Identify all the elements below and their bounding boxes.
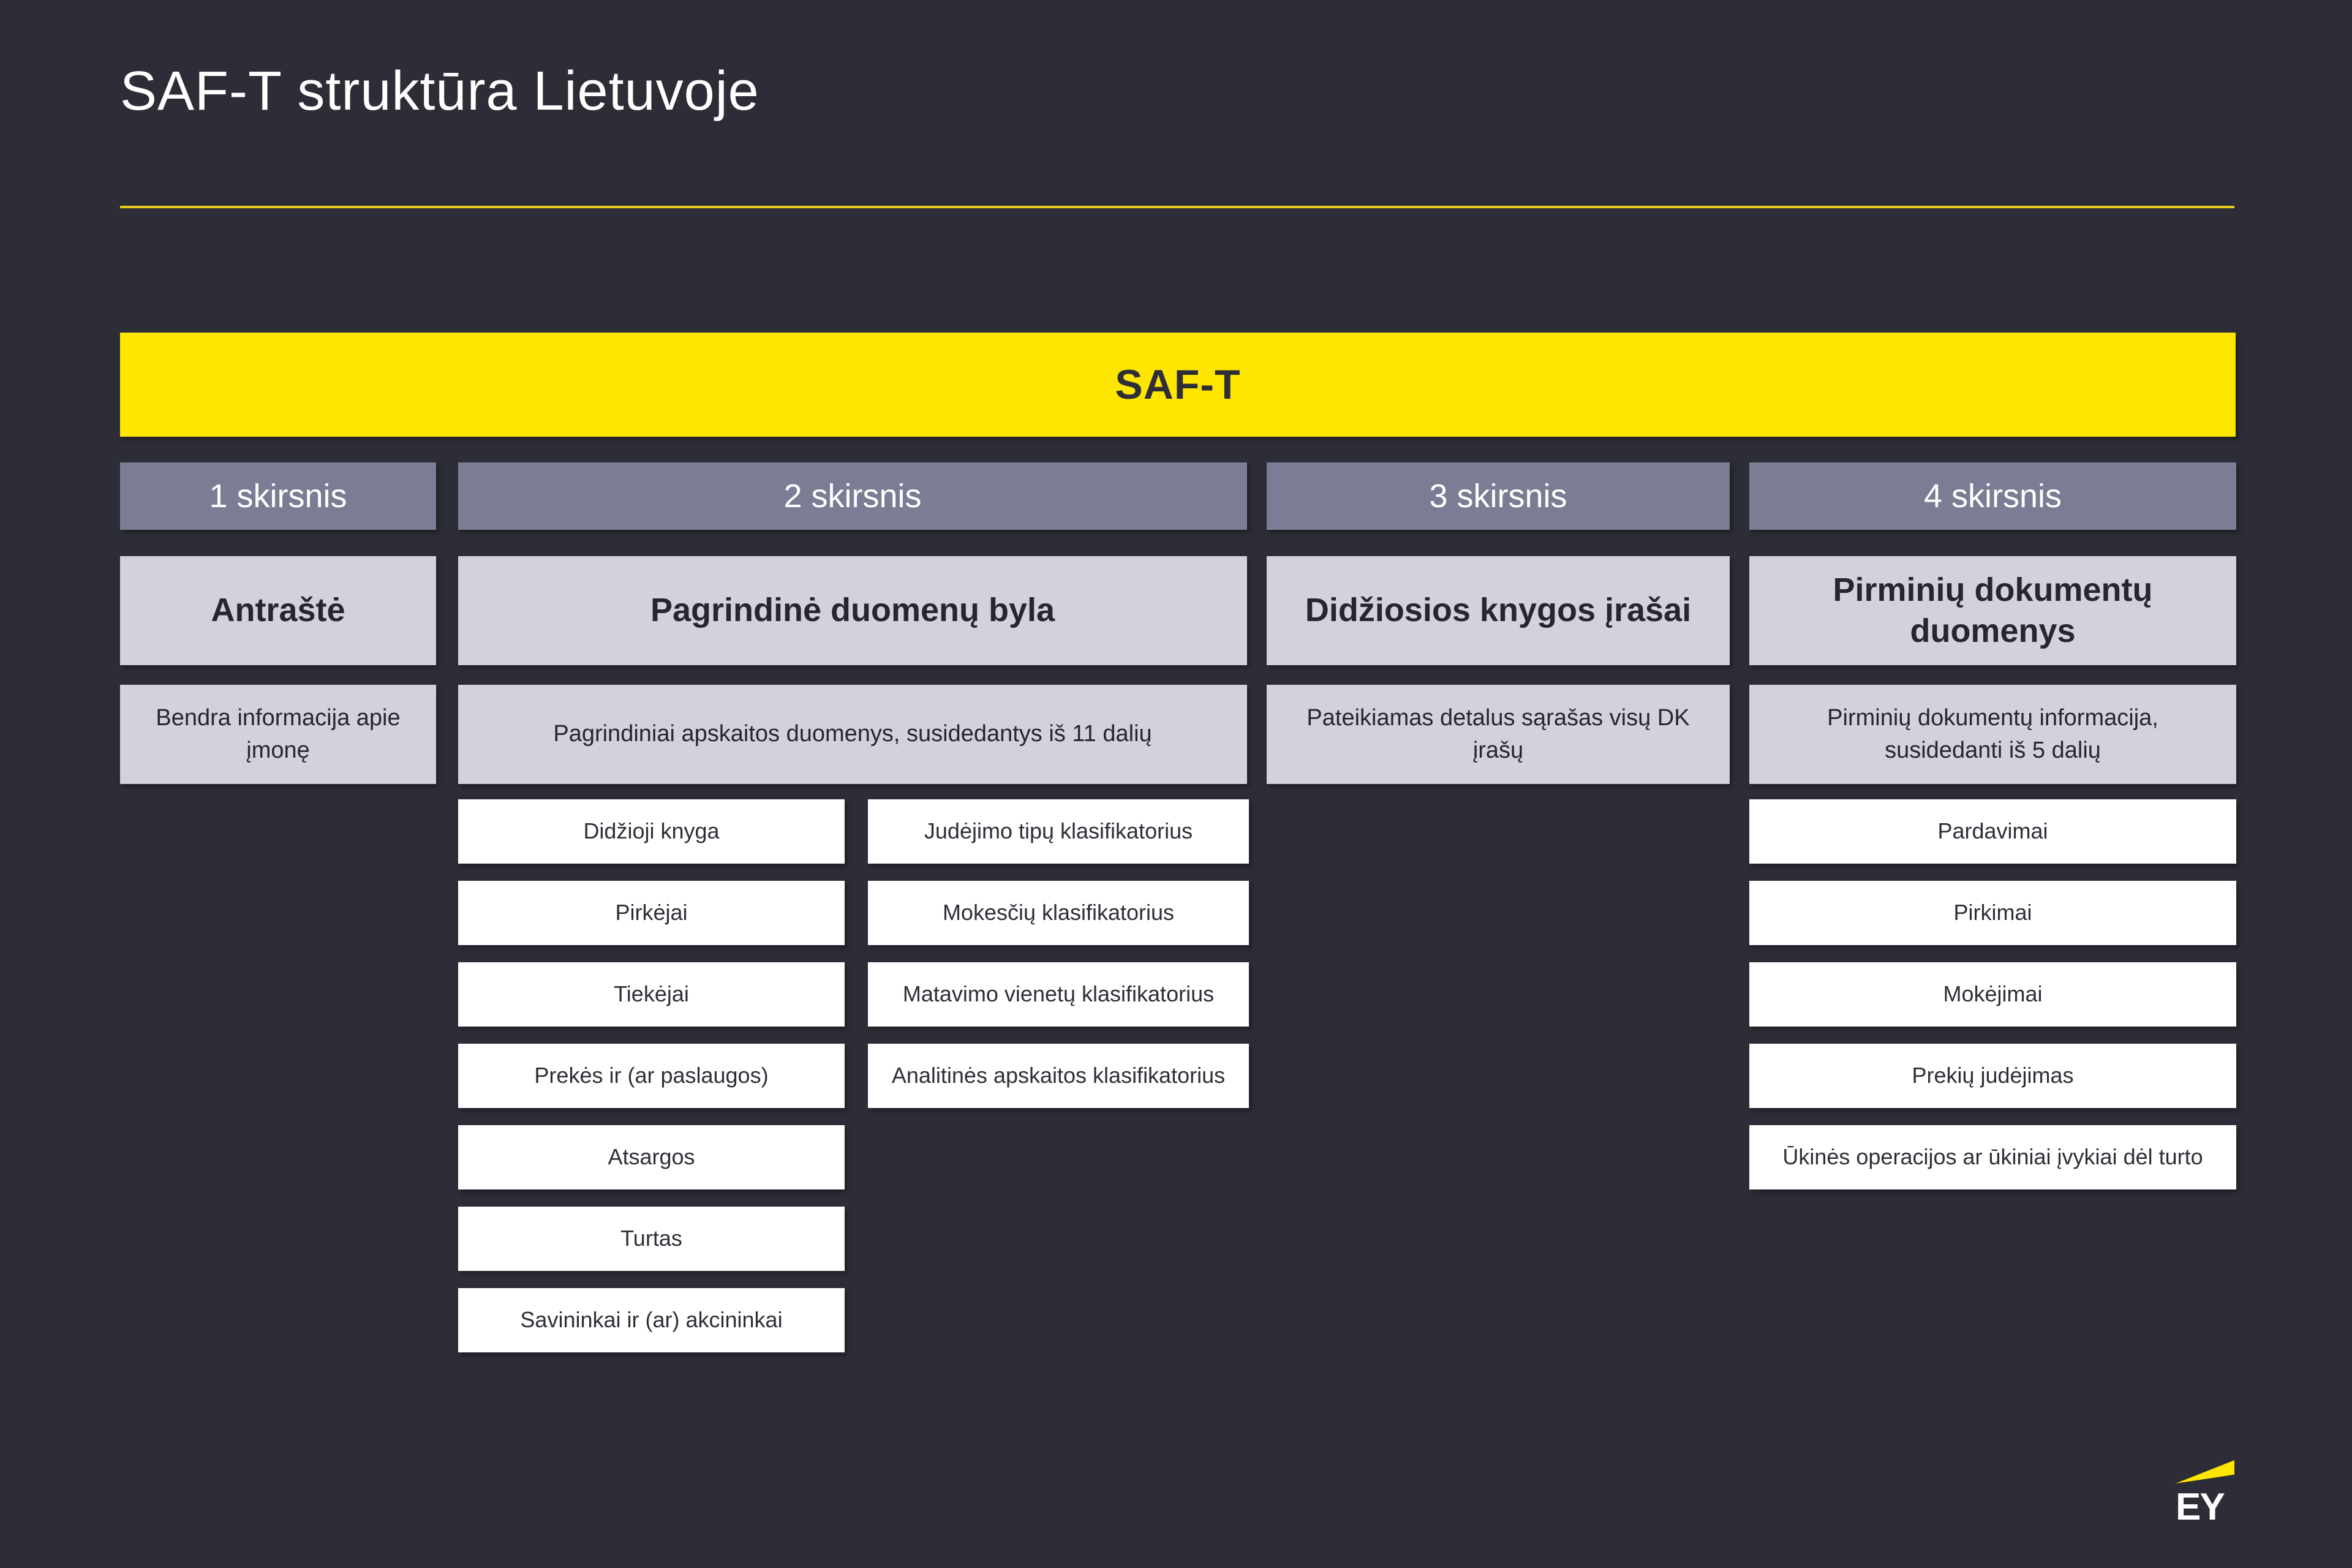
section-desc-4: Pirminių dokumentų informacija, susideda… [1749, 685, 2236, 784]
section-desc-3-text: Pateikiamas detalus sąrašas visų DK įraš… [1306, 704, 1690, 763]
item-label: Judėjimo tipų klasifikatorius [924, 818, 1193, 844]
item-label: Pardavimai [1937, 818, 2048, 844]
item-box: Ūkinės operacijos ar ūkiniai įvykiai dėl… [1749, 1125, 2236, 1189]
ey-beam-icon [2176, 1460, 2234, 1483]
item-label: Atsargos [608, 1144, 695, 1170]
section-title-3-label: Didžiosios knygos įrašai [1305, 592, 1692, 629]
section-title-1: Antraštė [120, 556, 436, 665]
item-box: Matavimo vienetų klasifikatorius [868, 962, 1249, 1027]
item-label: Ūkinės operacijos ar ūkiniai įvykiai dėl… [1782, 1144, 2203, 1170]
section-header-1-label: 1 skirsnis [209, 478, 347, 514]
item-box: Savininkai ir (ar) akcininkai [458, 1288, 845, 1352]
section-header-2-label: 2 skirsnis [783, 478, 922, 514]
section-desc-1: Bendra informacija apie įmonę [120, 685, 436, 784]
item-label: Prekių judėjimas [1912, 1063, 2074, 1088]
item-box: Tiekėjai [458, 962, 845, 1027]
item-box: Mokesčių klasifikatorius [868, 881, 1249, 945]
section-title-4-label: Pirminių dokumentų duomenys [1833, 571, 2153, 650]
item-box: Prekių judėjimas [1749, 1044, 2236, 1108]
item-box: Pirkimai [1749, 881, 2236, 945]
item-label: Pirkėjai [615, 900, 688, 925]
saft-root-label: SAF-T [1115, 361, 1241, 408]
item-box: Judėjimo tipų klasifikatorius [868, 799, 1249, 864]
section-desc-2-text: Pagrindiniai apskaitos duomenys, susided… [553, 721, 1152, 747]
item-label: Matavimo vienetų klasifikatorius [902, 981, 1215, 1007]
item-box: Prekės ir (ar paslaugos) [458, 1044, 845, 1108]
item-label: Turtas [620, 1226, 682, 1251]
section-title-1-label: Antraštė [211, 592, 345, 629]
section-desc-3: Pateikiamas detalus sąrašas visų DK įraš… [1267, 685, 1730, 784]
saft-root-node: SAF-T [120, 333, 2236, 437]
section-title-3: Didžiosios knygos įrašai [1267, 556, 1730, 665]
section-header-1: 1 skirsnis [120, 462, 436, 530]
ey-logo-text: EY [2176, 1486, 2225, 1528]
item-label: Pirkimai [1953, 900, 2032, 925]
item-box: Atsargos [458, 1125, 845, 1189]
item-label: Analitinės apskaitos klasifikatorius [891, 1063, 1226, 1088]
section-desc-1-text: Bendra informacija apie įmonę [156, 704, 401, 763]
section-title-2: Pagrindinė duomenų byla [458, 556, 1247, 665]
section-title-2-label: Pagrindinė duomenų byla [650, 592, 1055, 629]
title-divider-line [120, 206, 2234, 208]
section-title-4: Pirminių dokumentų duomenys [1749, 556, 2236, 665]
section-header-3: 3 skirsnis [1267, 462, 1730, 530]
item-box: Pirkėjai [458, 881, 845, 945]
item-label: Mokesčių klasifikatorius [942, 900, 1175, 925]
item-label: Prekės ir (ar paslaugos) [534, 1063, 769, 1088]
item-box: Mokėjimai [1749, 962, 2236, 1027]
section-desc-4-text: Pirminių dokumentų informacija, susideda… [1827, 704, 2158, 763]
section-header-4: 4 skirsnis [1749, 462, 2236, 530]
item-label: Mokėjimai [1943, 981, 2043, 1007]
item-box: Didžioji knyga [458, 799, 845, 864]
page-title: SAF-T struktūra Lietuvoje [120, 61, 760, 122]
section-header-3-label: 3 skirsnis [1429, 478, 1567, 514]
item-label: Tiekėjai [614, 981, 689, 1007]
section-header-4-label: 4 skirsnis [1923, 478, 2062, 514]
item-label: Savininkai ir (ar) akcininkai [520, 1307, 783, 1333]
item-label: Didžioji knyga [583, 818, 720, 844]
item-box: Pardavimai [1749, 799, 2236, 864]
section-desc-2: Pagrindiniai apskaitos duomenys, susided… [458, 685, 1247, 784]
item-box: Analitinės apskaitos klasifikatorius [868, 1044, 1249, 1108]
section-header-2: 2 skirsnis [458, 462, 1247, 530]
item-box: Turtas [458, 1207, 845, 1271]
ey-logo: EY [2176, 1460, 2243, 1526]
